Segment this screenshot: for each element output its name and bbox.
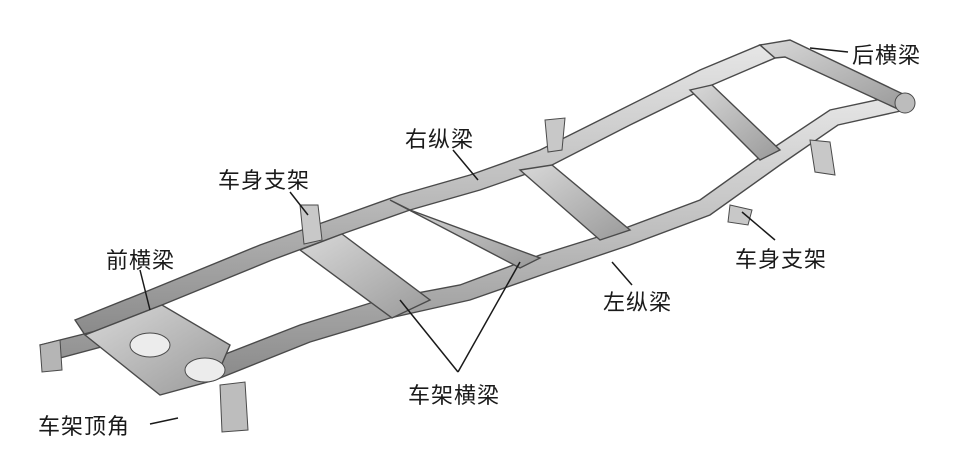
label-left-rail: 左纵梁: [603, 291, 673, 316]
leader-rear-crossmember: [809, 47, 849, 53]
body-mounts: [219, 117, 836, 433]
label-rear-crossmember: 后横梁: [852, 44, 922, 69]
label-front-crossmember: 前横梁: [106, 249, 176, 274]
frame-crossmembers: [298, 84, 782, 319]
leader-crossmember-b: [457, 261, 521, 373]
leader-left-rail: [611, 261, 633, 286]
rear-crossmember: [758, 39, 916, 114]
leader-right-rail: [452, 149, 479, 181]
frame-corner: [39, 339, 63, 373]
leader-crossmember-a: [399, 299, 459, 373]
label-frame-corner: 车架顶角: [38, 415, 131, 440]
leader-frame-corner: [149, 417, 179, 425]
label-frame-crossmembers: 车架横梁: [408, 384, 501, 409]
leader-body-mount-left: [289, 191, 309, 216]
leader-front-crossmember: [139, 269, 151, 311]
leader-lines: [139, 47, 849, 425]
label-body-mount-right: 车身支架: [735, 248, 828, 273]
front-crossmember: [83, 304, 231, 396]
leader-body-mount-right: [741, 211, 776, 241]
label-right-rail: 右纵梁: [405, 128, 475, 153]
label-body-mount-left: 车身支架: [218, 169, 311, 194]
